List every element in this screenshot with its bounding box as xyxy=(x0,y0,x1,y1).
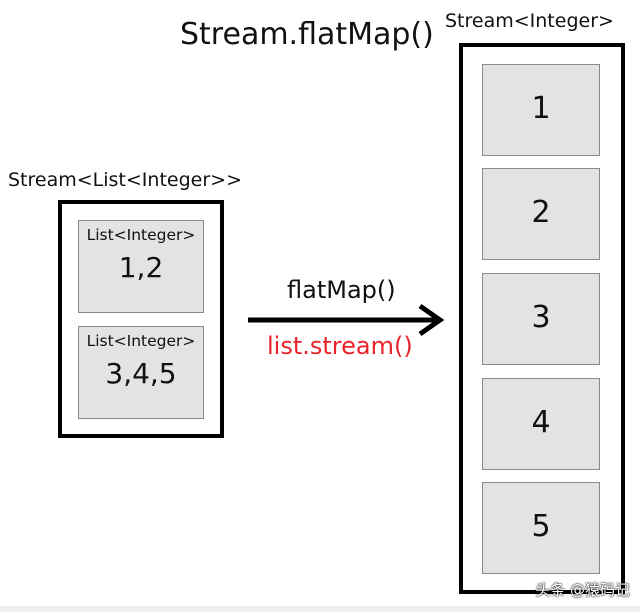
list-values: 1,2 xyxy=(118,251,164,284)
integer-box: 1 xyxy=(482,64,600,156)
list-type-label: List<Integer> xyxy=(86,226,196,244)
integer-value: 3 xyxy=(531,300,551,335)
integer-value: 1 xyxy=(531,91,551,126)
list-values: 3,4,5 xyxy=(105,357,177,390)
operation-label: flatMap() xyxy=(287,276,396,304)
list-box: List<Integer> 3,4,5 xyxy=(78,326,204,419)
diagram-title: Stream.flatMap() xyxy=(180,17,434,52)
operation-detail-label: list.stream() xyxy=(267,332,413,360)
integer-value: 4 xyxy=(531,405,551,440)
integer-box: 4 xyxy=(482,378,600,470)
integer-value: 2 xyxy=(531,195,551,230)
right-stream-label: Stream<Integer> xyxy=(445,10,614,32)
watermark: 头条 @猿码记 xyxy=(535,581,630,599)
list-type-label: List<Integer> xyxy=(86,332,196,350)
integer-value: 5 xyxy=(531,509,551,544)
integer-box: 5 xyxy=(482,482,600,574)
arrow-right-icon xyxy=(248,303,445,337)
source-stream-container: List<Integer> 1,2 List<Integer> 3,4,5 xyxy=(58,200,224,438)
result-stream-container: 1 2 3 4 5 xyxy=(459,43,625,594)
left-stream-label: Stream<List<Integer>> xyxy=(8,169,242,191)
integer-box: 2 xyxy=(482,168,600,260)
list-box: List<Integer> 1,2 xyxy=(78,220,204,313)
integer-box: 3 xyxy=(482,273,600,365)
bottom-strip xyxy=(0,606,640,612)
